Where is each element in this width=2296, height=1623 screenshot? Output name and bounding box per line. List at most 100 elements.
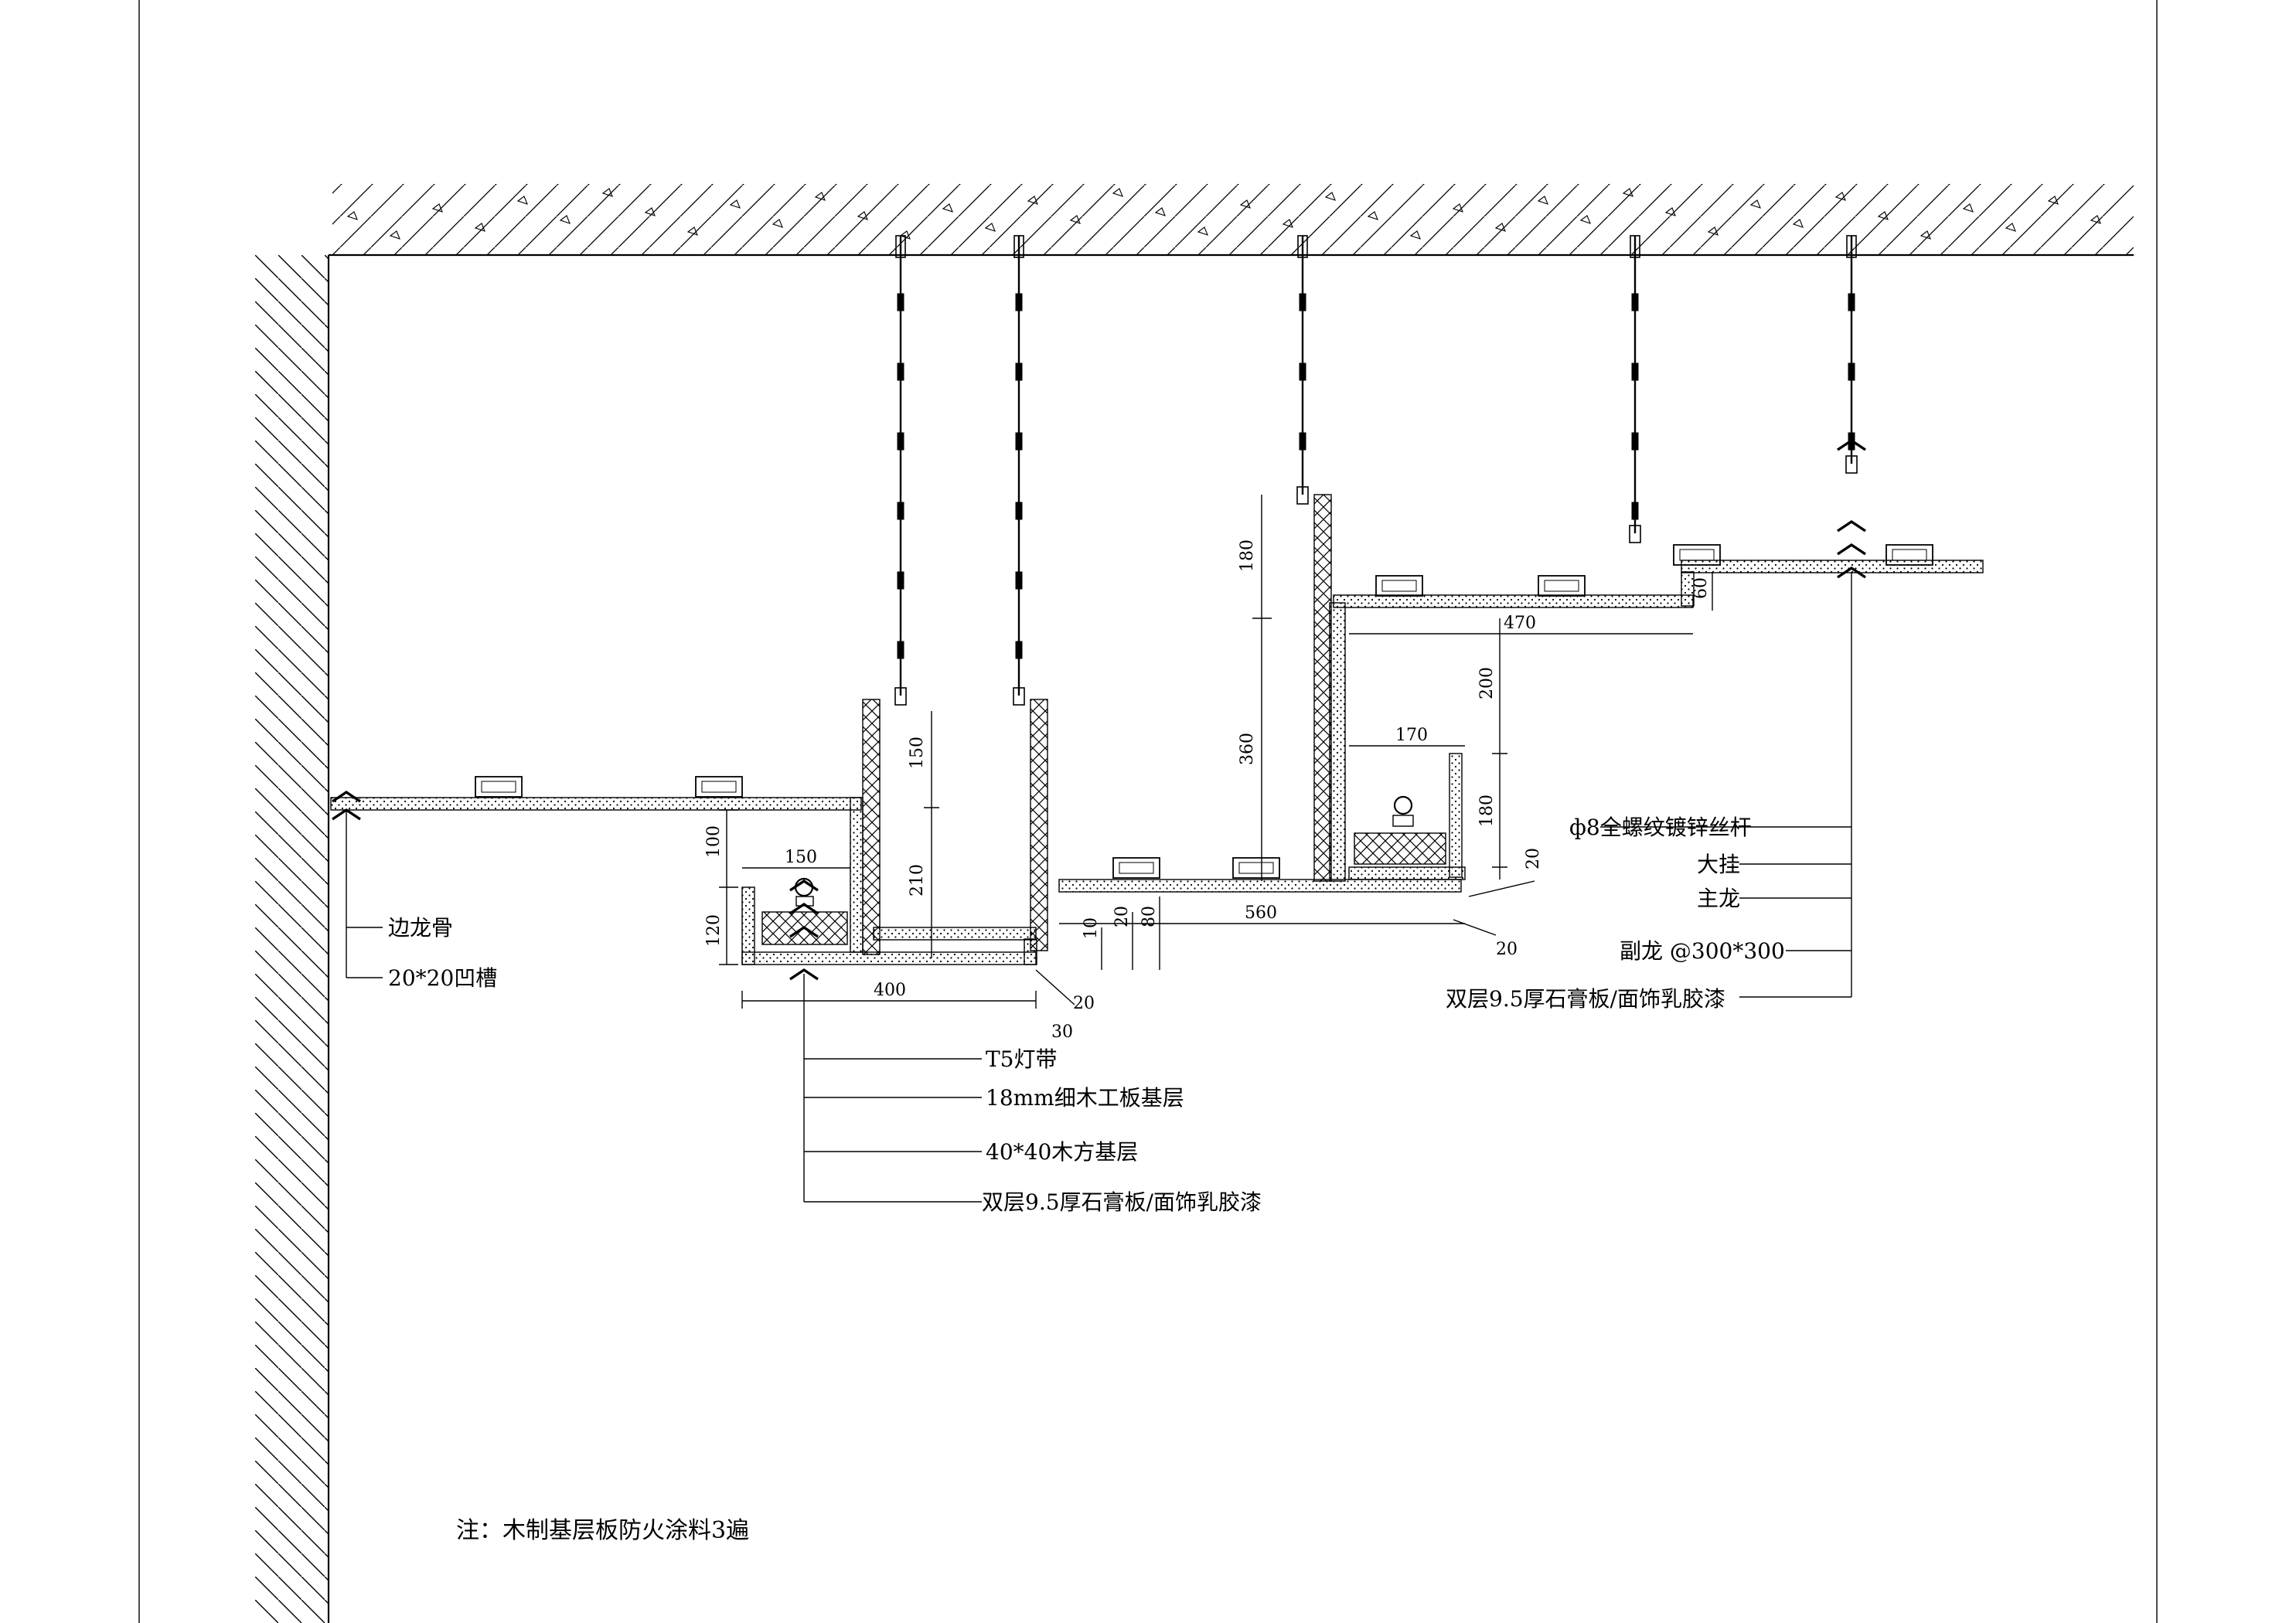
dim-120: 120 (704, 914, 724, 947)
keel-channel (475, 776, 523, 798)
dim-100: 100 (704, 825, 724, 858)
aggregate-mark (1452, 203, 1463, 213)
threaded-rod (1013, 235, 1025, 706)
aggregate-mark (559, 215, 571, 224)
keel-channel (1375, 575, 1423, 597)
aggregate-mark (1537, 196, 1548, 205)
aggregate-mark (601, 188, 613, 197)
callout-timber: 40*40木方基层 (986, 1139, 1138, 1165)
dim-20d: 20 (1524, 848, 1543, 869)
aggregate-mark (644, 207, 656, 216)
aggregate-mark (1239, 199, 1251, 209)
wall (255, 255, 330, 1623)
dim-10: 10 (1082, 917, 1101, 939)
aggregate-mark (1367, 211, 1378, 220)
aggregate-mark (389, 230, 400, 240)
dim-20a: 20 (1073, 994, 1095, 1013)
dim-20c: 20 (1496, 940, 1518, 959)
keel-channel (1538, 575, 1586, 597)
threaded-rod (1629, 235, 1641, 543)
chevron-marker (332, 790, 361, 803)
dim-150b: 150 (785, 848, 817, 867)
hanger-rods (894, 235, 1858, 706)
threaded-rod (1845, 235, 1858, 474)
dim-470: 470 (1504, 614, 1536, 633)
callout-texts: ф8全螺纹镀锌丝杆 大挂 主龙 副龙 @300*300 双层9.5厚石膏板/面饰… (388, 815, 1785, 1215)
aggregate-mark (1069, 215, 1081, 224)
keel-inner (481, 781, 516, 793)
keel-channel (1112, 857, 1160, 879)
keel-channel (1673, 544, 1721, 566)
callout-big-hanger: 大挂 (1697, 852, 1740, 877)
keel-inner (1119, 862, 1154, 874)
dim-210: 210 (908, 864, 927, 897)
dim-180b: 180 (1477, 794, 1497, 827)
dim-400: 400 (874, 981, 906, 1000)
dimension-lines (719, 495, 1713, 1009)
aggregate-mark (1282, 219, 1293, 228)
chevron-marker (789, 879, 819, 892)
aggregate-mark (814, 192, 826, 201)
threaded-rod (894, 235, 907, 706)
dim-170: 170 (1395, 726, 1428, 745)
aggregate-mark (2047, 196, 2059, 205)
dim-560: 560 (1245, 903, 1277, 923)
aggregate-mark (1920, 230, 1931, 240)
callout-gypsum-bottom: 双层9.5厚石膏板/面饰乳胶漆 (982, 1189, 1262, 1215)
keel-inner (1544, 580, 1579, 592)
dimension-texts: 180 360 150 210 100 120 150 400 20 30 10… (704, 539, 1711, 1042)
aggregate-mark (1409, 230, 1421, 240)
keel-channel (695, 776, 743, 798)
aggregate-mark (1494, 223, 1506, 232)
aggregate-mark (1324, 192, 1336, 201)
dim-30: 30 (1051, 1022, 1073, 1042)
aggregate-mark (1834, 192, 1846, 201)
aggregate-mark (1877, 211, 1889, 220)
aggregate-mark (1707, 226, 1719, 236)
dim-150a: 150 (908, 737, 927, 769)
aggregate-mark (346, 211, 358, 220)
callout-sub-keel: 副龙 @300*300 (1620, 938, 1785, 964)
aggregate-mark (772, 219, 783, 228)
keel-inner (1238, 862, 1274, 874)
keel-channel (1886, 544, 1933, 566)
aggregate-mark (1579, 215, 1591, 224)
callout-leaders (346, 572, 1852, 1203)
aggregate-mark (729, 199, 741, 209)
sheet-frame (138, 0, 2158, 1623)
fireproof-note: 注：木制基层板防火涂料3遍 (456, 1517, 749, 1544)
chevron-marker (1837, 519, 1866, 532)
chevron-marker (789, 968, 819, 981)
keel-channel (1232, 857, 1280, 879)
plywood-base (761, 494, 1446, 955)
dim-60: 60 (1691, 577, 1711, 599)
aggregate-mark (474, 223, 485, 232)
callout-gypsum-right: 双层9.5厚石膏板/面饰乳胶漆 (1446, 986, 1725, 1012)
callout-plywood: 18mm细木工板基层 (986, 1085, 1184, 1111)
aggregate-mark (942, 203, 953, 213)
keel-channels (475, 544, 1933, 879)
chevron-markers (332, 438, 1866, 981)
keel-inner (1679, 549, 1715, 561)
gypsum-boards (330, 560, 1984, 965)
dim-180a: 180 (1238, 539, 1257, 572)
dim-360: 360 (1238, 733, 1257, 765)
t5-lamps (794, 795, 1414, 907)
aggregate-mark (857, 211, 868, 220)
callout-groove: 20*20凹槽 (388, 965, 497, 991)
dim-80: 80 (1139, 906, 1159, 927)
aggregate-mark (431, 203, 443, 213)
chevron-marker (789, 925, 819, 938)
aggregate-mark (1622, 188, 1633, 197)
concrete-slab (329, 184, 2134, 257)
aggregate-mark (516, 196, 528, 205)
aggregate-mark (2005, 223, 2016, 232)
keel-inner (1381, 580, 1417, 592)
callout-t5: T5灯带 (986, 1046, 1058, 1072)
aggregate-mark (984, 223, 996, 232)
chevron-marker (1837, 566, 1866, 579)
callout-rod: ф8全螺纹镀锌丝杆 (1569, 815, 1752, 840)
aggregate-mark (1749, 199, 1761, 209)
chevron-marker (1837, 543, 1866, 556)
